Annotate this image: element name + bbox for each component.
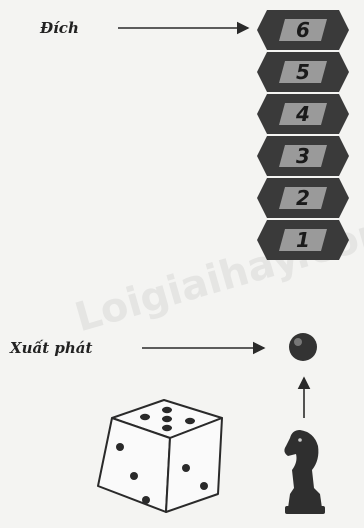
- start-label: Xuất phát: [9, 339, 93, 357]
- step-tile-1: 1: [257, 220, 349, 260]
- dice-icon: [98, 400, 222, 512]
- step-number: 3: [296, 144, 310, 168]
- finish-label: Đích: [39, 19, 79, 37]
- step-tile-5: 5: [257, 52, 349, 92]
- circle-token-icon: [289, 333, 317, 361]
- step-number: 1: [296, 228, 310, 252]
- step-number: 6: [296, 18, 310, 42]
- knight-piece-icon: [284, 430, 325, 514]
- step-number: 4: [295, 102, 310, 126]
- step-tile-4: 4: [257, 94, 349, 134]
- step-track: 6 5 4 3 2 1: [257, 10, 349, 260]
- step-tile-2: 2: [257, 178, 349, 218]
- step-number: 2: [296, 186, 310, 210]
- step-tile-6: 6: [257, 10, 349, 50]
- step-tile-3: 3: [257, 136, 349, 176]
- step-number: 5: [296, 60, 310, 84]
